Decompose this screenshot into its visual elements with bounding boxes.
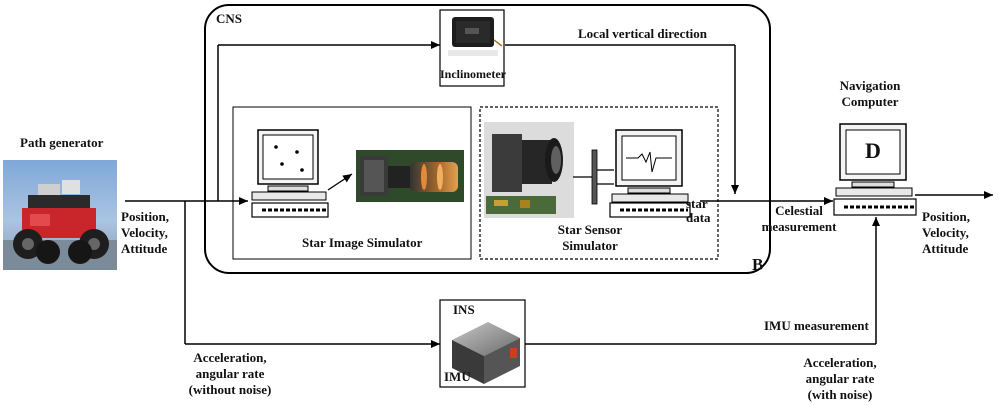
- star-image-simulator-label: Star Image Simulator: [302, 235, 423, 250]
- navigation-computer-screen-letter: D: [865, 138, 881, 163]
- pva-left-label: Position,Velocity,Attitude: [121, 209, 170, 256]
- inclinometer-label: Inclinometer: [440, 67, 506, 81]
- star-image-simulator-box: [232, 106, 472, 260]
- ins-label: INS: [453, 302, 475, 317]
- acceleration-without-noise-label: Acceleration,angular rate(without noise): [188, 350, 272, 397]
- path-generator-label: Path generator: [20, 135, 104, 150]
- inclinometer-device: [448, 17, 503, 56]
- star-image-computer: [251, 129, 329, 218]
- acceleration-with-noise-label: Acceleration,angular rate(with noise): [803, 355, 877, 402]
- pva-right-label: Position,Velocity,Attitude: [922, 209, 971, 256]
- imu-measurement-label: IMU measurement: [764, 318, 869, 333]
- star-simulator-photo: [356, 150, 464, 202]
- navigation-computer: [833, 123, 917, 216]
- star-sensor-computer: [609, 129, 691, 218]
- cns-label: CNS: [216, 11, 243, 26]
- imu-label: IMU: [444, 369, 471, 384]
- star-sensor-photo: [484, 122, 574, 218]
- local-vertical-direction-label: Local vertical direction: [578, 26, 708, 41]
- imu-device: [452, 322, 520, 384]
- cns-box-corner-letter: B: [752, 255, 764, 274]
- robot-photo: [3, 160, 117, 270]
- cns-box: [204, 4, 771, 274]
